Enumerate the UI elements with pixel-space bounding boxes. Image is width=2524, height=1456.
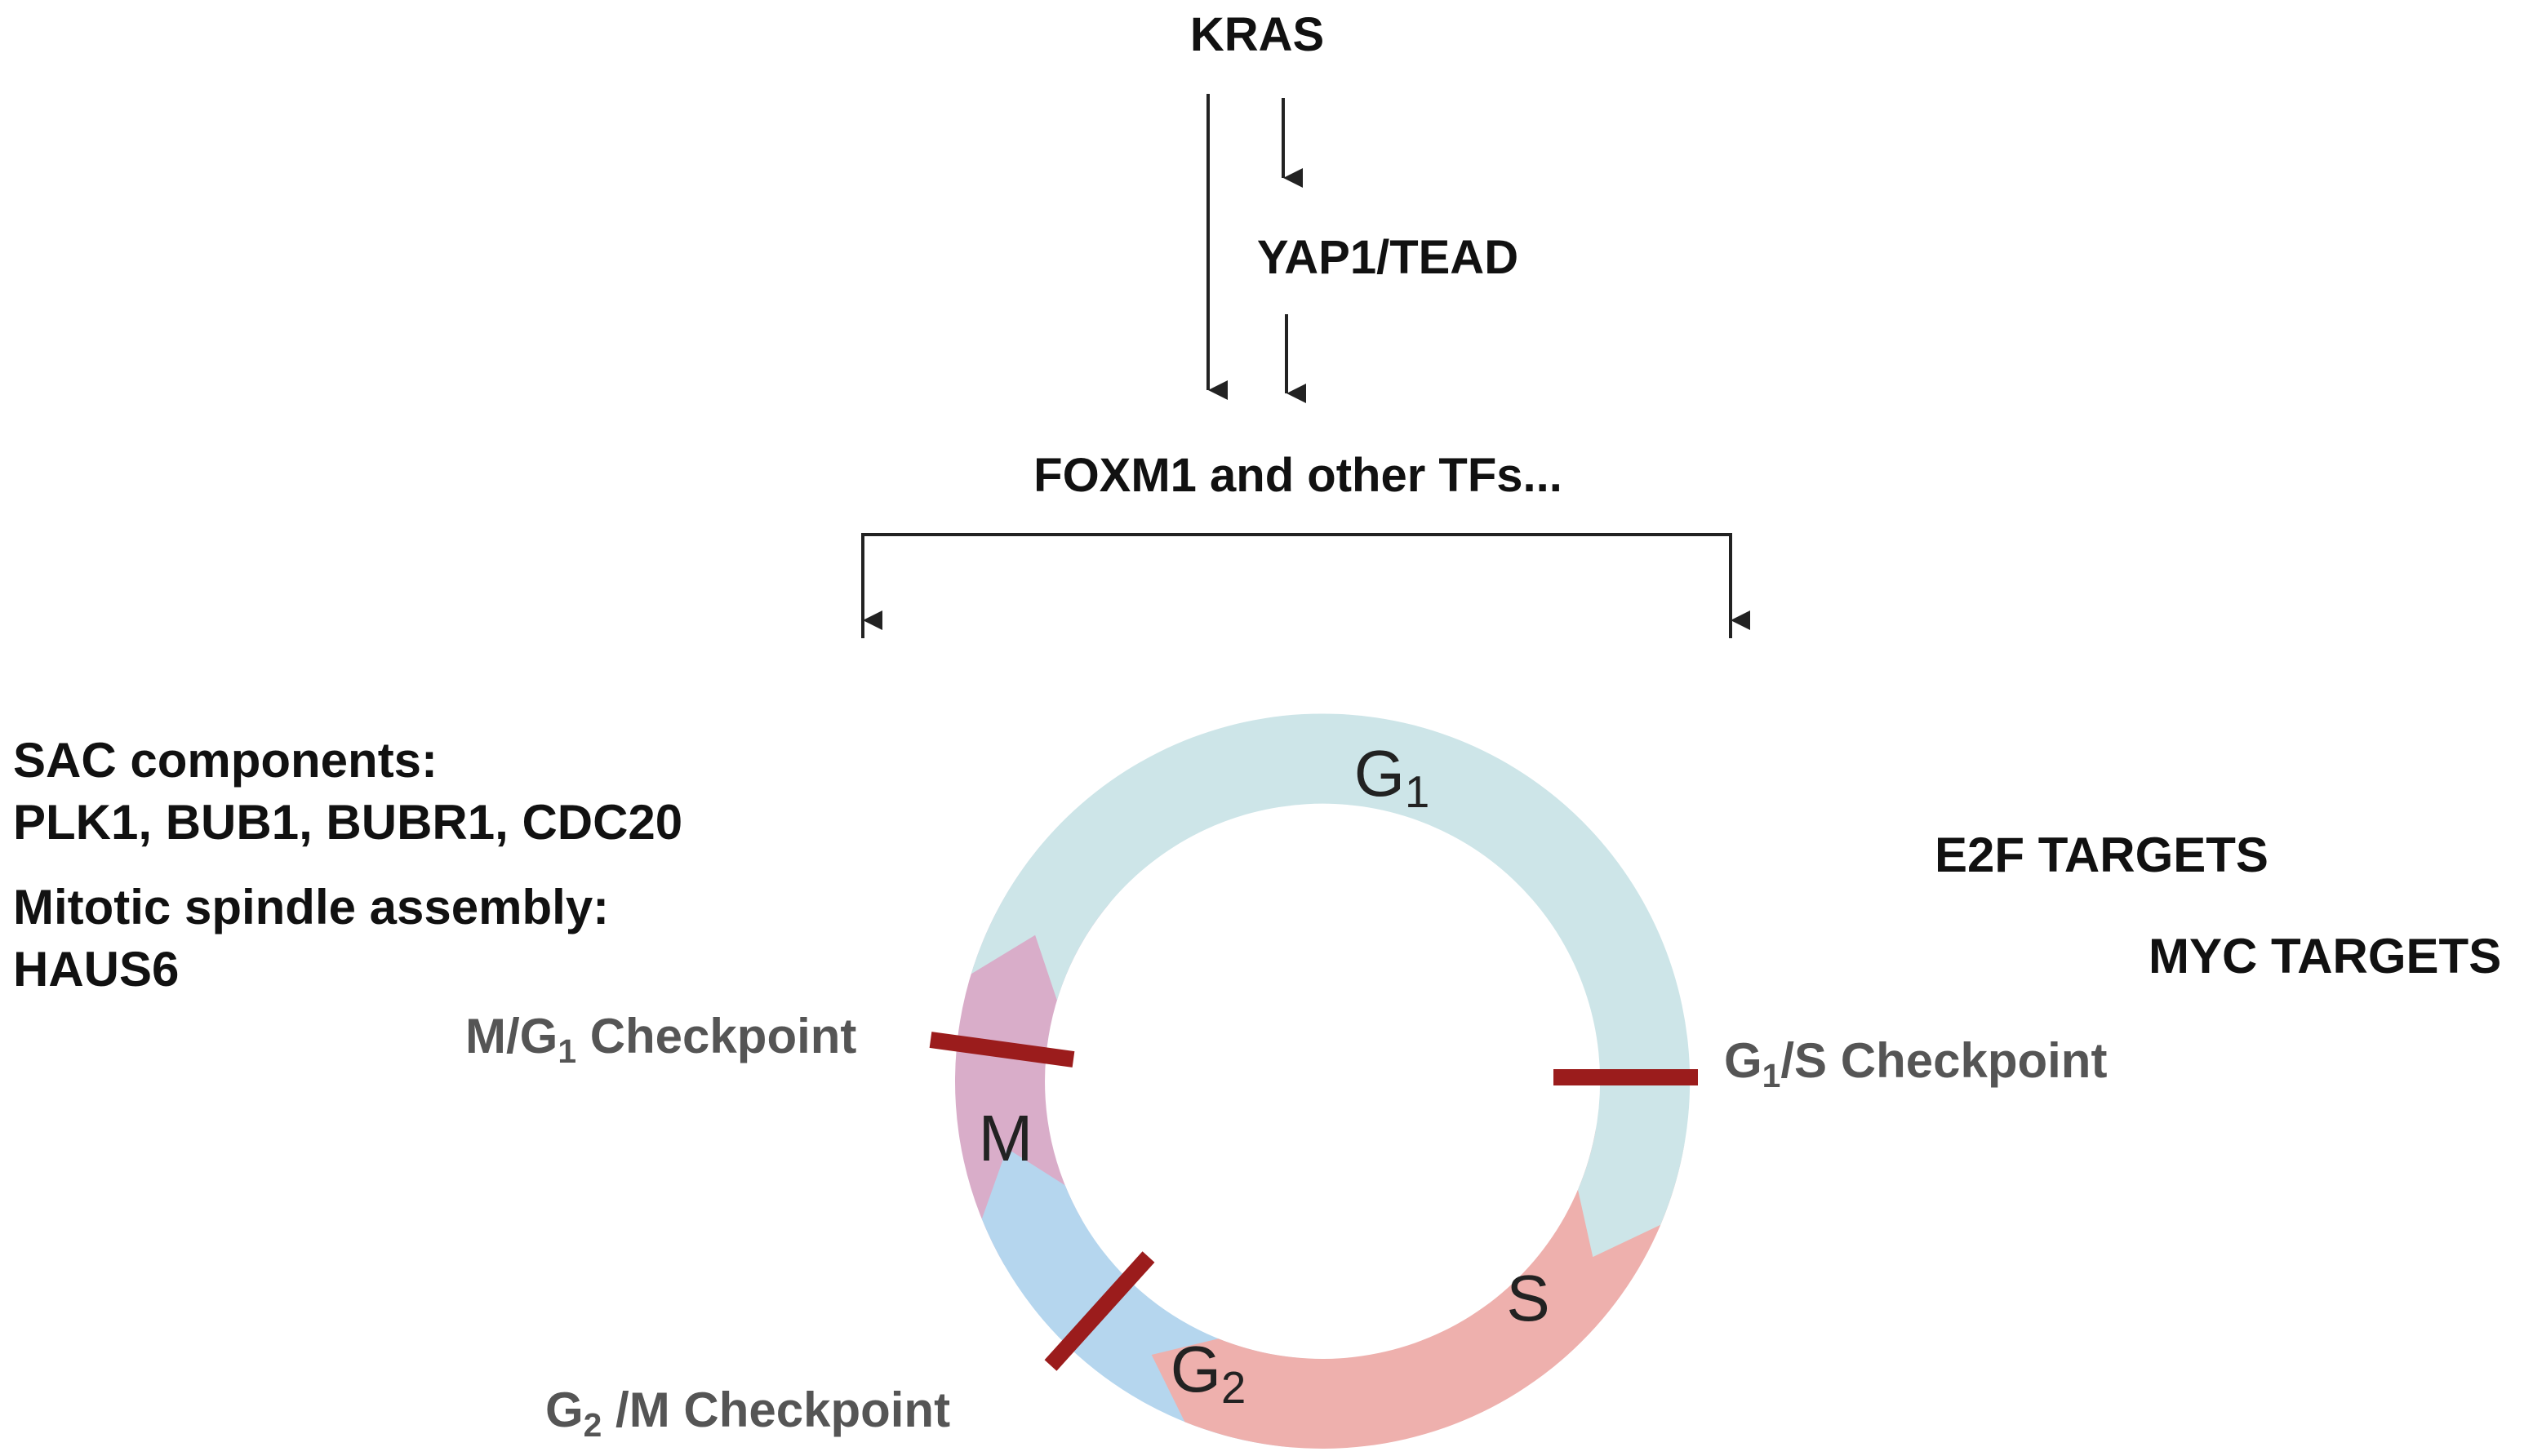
foxm1-label: FOXM1 and other TFs... xyxy=(1033,449,1562,502)
m-g1-checkpoint-bar xyxy=(929,1032,1075,1068)
g2-m-checkpoint-label: G2 /M Checkpoint xyxy=(545,1383,950,1444)
sac-genes: PLK1, BUB1, BUBR1, CDC20 xyxy=(13,795,682,850)
yap1-tead-label: YAP1/TEAD xyxy=(1257,231,1518,284)
s-phase-arc xyxy=(1151,1130,1685,1449)
m-phase-label: M xyxy=(979,1102,1033,1174)
kras-label: KRAS xyxy=(1190,8,1324,61)
sac-components-heading: SAC components: xyxy=(13,733,438,788)
pathway-arrows xyxy=(861,94,1750,638)
checkpoint-bars xyxy=(929,1032,1698,1371)
s-phase-label: S xyxy=(1506,1262,1549,1334)
mitotic-spindle-heading: Mitotic spindle assembly: xyxy=(13,880,609,934)
g2-m-checkpoint-bar xyxy=(1044,1251,1155,1371)
g1-phase-arc xyxy=(971,713,1691,1258)
m-g1-checkpoint-label: M/G1 Checkpoint xyxy=(465,1009,856,1070)
myc-targets-label: MYC TARGETS xyxy=(2149,929,2501,983)
g2-phase-label: G2 xyxy=(1171,1333,1246,1413)
g1-phase-label: G1 xyxy=(1354,737,1429,817)
foxm1-branch-bracket xyxy=(861,533,1732,638)
spindle-genes: HAUS6 xyxy=(13,942,179,997)
e2f-targets-label: E2F TARGETS xyxy=(1935,828,2268,882)
g1-s-checkpoint-label: G1/S Checkpoint xyxy=(1724,1033,2107,1094)
